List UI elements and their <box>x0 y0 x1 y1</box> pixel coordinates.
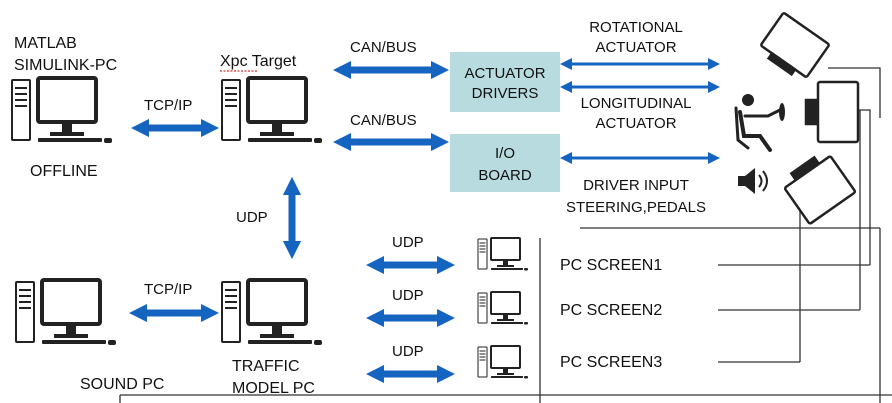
rotational-label-1: ROTATIONAL <box>589 19 683 36</box>
signal-arrows <box>560 58 720 164</box>
screen2-label: PC SCREEN2 <box>560 302 662 319</box>
driver-input-label-2: STEERING,PEDALS <box>566 199 706 216</box>
traffic-pc-icon <box>220 278 324 347</box>
driver-input-label-1: DRIVER INPUT <box>583 177 689 194</box>
io-board-label-2: BOARD <box>478 167 532 184</box>
display-screen-top-icon <box>760 12 830 78</box>
xpc-traffic-link-label: UDP <box>236 209 268 226</box>
matlab-xpc-link-label: TCP/IP <box>144 97 192 114</box>
xpc-target-pc-icon <box>220 76 324 145</box>
matlab-pc-title-2: SIMULINK-PC <box>14 57 117 74</box>
matlab-pc-subtitle: OFFLINE <box>30 163 98 180</box>
display-screens <box>760 12 860 225</box>
xpc-io-link-label: CAN/BUS <box>350 112 417 129</box>
longitudinal-label-1: LONGITUDINAL <box>581 95 692 112</box>
traffic-screen2-link-label: UDP <box>392 287 424 304</box>
traffic-pc-title-1: TRAFFIC <box>232 358 300 375</box>
screen3-label: PC SCREEN3 <box>560 354 662 371</box>
display-screen-bottom-icon <box>783 155 857 225</box>
traffic-screen1-link-label: UDP <box>392 234 424 251</box>
matlab-pc-icon <box>10 76 114 145</box>
screen2-pc-icon <box>477 291 529 326</box>
driver-seat-icon <box>734 94 785 152</box>
io-board-label-1: I/O <box>495 145 515 162</box>
rotational-label-2: ACTUATOR <box>595 39 676 56</box>
actuator-drivers-label-1: ACTUATOR <box>464 65 545 82</box>
matlab-pc-title-1: MATLAB <box>14 35 77 52</box>
io-board-box <box>450 134 560 192</box>
screen1-label: PC SCREEN1 <box>560 257 662 274</box>
sound-traffic-link-label: TCP/IP <box>144 281 192 298</box>
display-screen-middle-icon <box>804 80 860 144</box>
sound-pc-icon <box>14 278 118 347</box>
screen3-pc-icon <box>477 345 529 380</box>
actuator-drivers-label-2: DRIVERS <box>472 85 539 102</box>
xpc-target-title: Xpc Target <box>220 53 297 70</box>
sound-pc-title: SOUND PC <box>80 376 164 393</box>
speaker-icon <box>738 168 768 194</box>
traffic-pc-title-2: MODEL PC <box>232 380 315 397</box>
screen1-pc-icon <box>477 237 529 272</box>
traffic-screen3-link-label: UDP <box>392 343 424 360</box>
longitudinal-label-2: ACTUATOR <box>595 115 676 132</box>
thick-arrows <box>128 60 456 384</box>
xpc-actuator-link-label: CAN/BUS <box>350 39 417 56</box>
actuator-drivers-box <box>450 52 560 112</box>
